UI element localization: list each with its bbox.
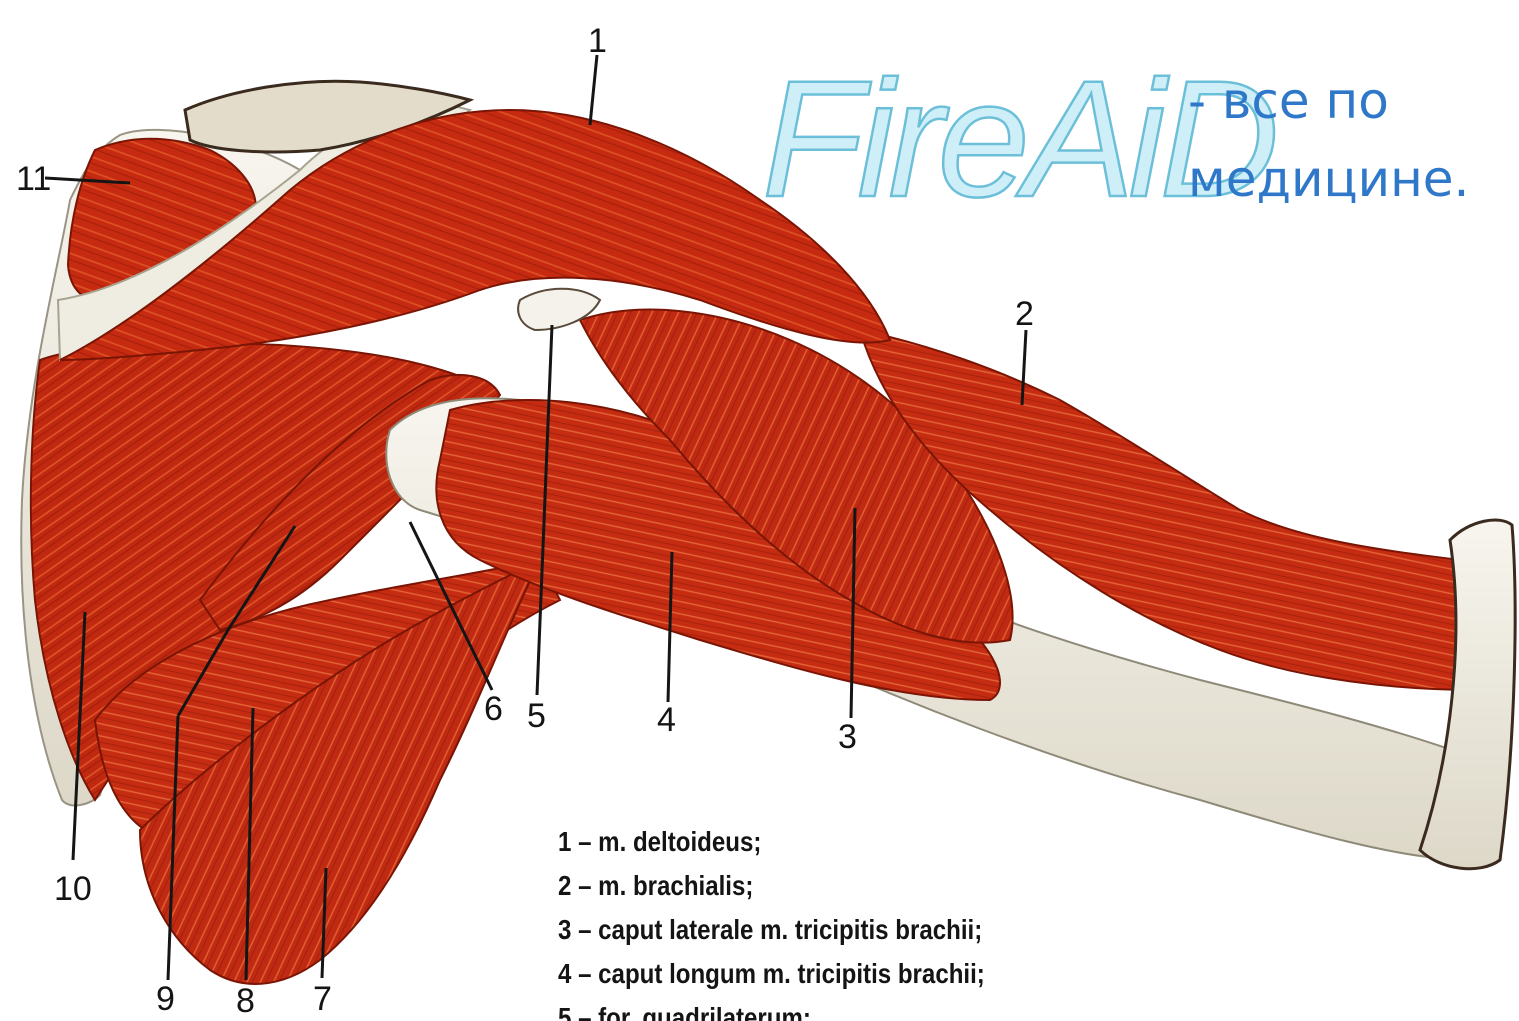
legend-item-3: 3 – caput laterale m. tricipitis brachii…: [558, 908, 1005, 952]
label-11: 11: [16, 160, 51, 198]
legend: 1 – m. deltoideus; 2 – m. brachialis; 3 …: [558, 820, 1078, 1021]
label-2: 2: [1015, 295, 1034, 333]
label-8: 8: [236, 982, 255, 1020]
label-5: 5: [527, 697, 546, 735]
watermark-tagline-line2: медицине.: [1188, 150, 1469, 208]
legend-item-2: 2 – m. brachialis;: [558, 864, 1005, 908]
label-6: 6: [484, 690, 503, 728]
leader-line-1: [590, 55, 597, 125]
label-9: 9: [156, 980, 175, 1018]
watermark: FireAiD - все по медицине.: [760, 18, 1500, 208]
label-1: 1: [588, 22, 607, 60]
legend-item-4: 4 – caput longum m. tricipitis brachii;: [558, 952, 1005, 996]
legend-item-5: 5 – for. quadrilaterum;: [558, 996, 1005, 1021]
label-4: 4: [657, 701, 676, 739]
watermark-tagline-line1: - все по: [1188, 72, 1389, 130]
label-10: 10: [54, 870, 92, 908]
legend-item-1: 1 – m. deltoideus;: [558, 820, 1005, 864]
label-7: 7: [313, 980, 332, 1018]
label-3: 3: [838, 718, 857, 756]
